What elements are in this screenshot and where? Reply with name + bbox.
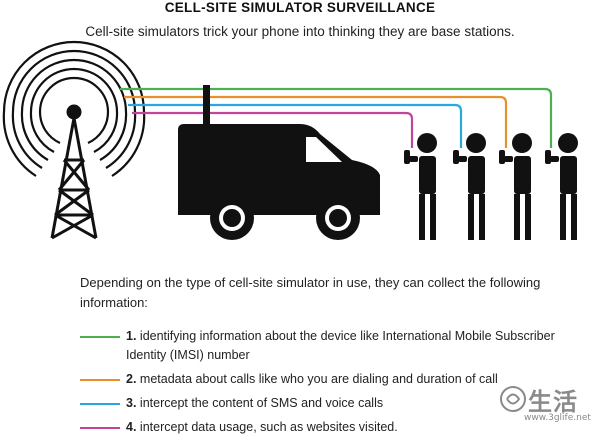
legend-item-1: 1. identifying information about the dev… xyxy=(80,327,560,365)
person-icon-4 xyxy=(545,133,578,240)
van-icon xyxy=(178,85,380,240)
person-icon-1 xyxy=(404,133,437,240)
legend-swatch-green xyxy=(80,336,120,338)
legend-text: intercept the content of SMS and voice c… xyxy=(139,396,384,410)
legend-swatch-orange xyxy=(80,379,120,381)
legend-swatch-purple xyxy=(80,427,120,429)
watermark-url: www.3glife.net xyxy=(524,413,591,423)
surveillance-illustration xyxy=(2,40,578,240)
watermark-text: 生活 xyxy=(528,388,578,416)
diagram-subtitle: Cell-site simulators trick your phone in… xyxy=(85,24,515,39)
person-icon-2 xyxy=(453,133,486,240)
legend-number: 2. xyxy=(126,372,137,386)
legend-number: 3. xyxy=(126,396,137,410)
signal-waves-icon xyxy=(2,40,146,177)
legend-text: metadata about calls like who you are di… xyxy=(139,372,498,386)
watermark-swirl-icon xyxy=(500,386,526,412)
legend-number: 1. xyxy=(126,329,137,343)
legend-text: identifying information about the device… xyxy=(126,329,555,362)
legend-list: 1. identifying information about the dev… xyxy=(80,327,560,437)
signal-lines xyxy=(120,87,553,148)
legend-item-4: 4. intercept data usage, such as website… xyxy=(80,418,560,437)
person-icon-3 xyxy=(499,133,532,240)
legend-swatch-blue xyxy=(80,403,120,405)
diagram-title: CELL-SITE SIMULATOR SURVEILLANCE xyxy=(164,0,436,15)
legend-text: intercept data usage, such as websites v… xyxy=(139,420,398,434)
legend-item-3: 3. intercept the content of SMS and voic… xyxy=(80,394,560,413)
cell-tower-icon xyxy=(50,104,98,240)
intro-text: Depending on the type of cell-site simul… xyxy=(80,275,541,310)
legend-item-2: 2. metadata about calls like who you are… xyxy=(80,370,560,389)
legend-number: 4. xyxy=(126,420,137,434)
watermark-logo: 生活 www.3glife.net xyxy=(496,380,600,426)
